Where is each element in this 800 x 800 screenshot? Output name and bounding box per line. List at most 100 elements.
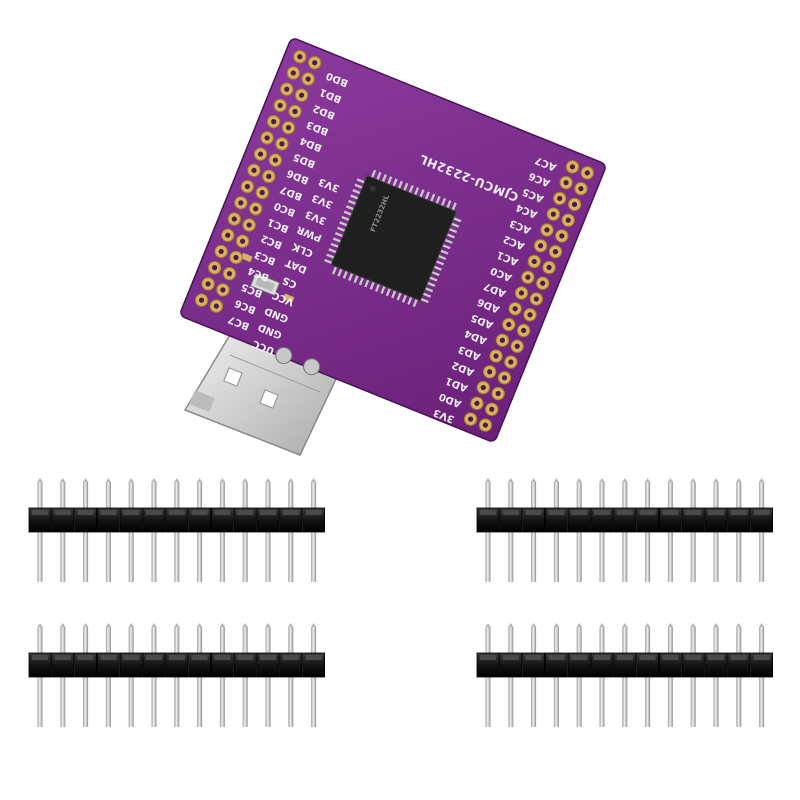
pin-tip — [645, 478, 651, 482]
pin-tip — [128, 623, 134, 627]
pcb-board: FT2232HL CJMCU-2232HL BD0BD1BD2BD3BD4BD5… — [180, 38, 606, 442]
chip-pin — [443, 238, 453, 244]
pad-hole — [521, 327, 527, 334]
header-block-highlight — [548, 655, 565, 660]
header-block-highlight — [639, 655, 656, 660]
pin-tip — [83, 478, 89, 482]
chip-pin — [418, 189, 425, 199]
pad-hole — [264, 135, 270, 141]
header-block-highlight — [100, 655, 117, 660]
pad-hole — [482, 422, 488, 428]
pad-hole — [546, 264, 552, 271]
chip-pin — [447, 227, 458, 234]
pad-hole — [495, 390, 501, 397]
pin-tip — [599, 478, 605, 482]
chip-pin — [407, 295, 413, 305]
pad-hole — [279, 141, 285, 147]
chip-pin — [419, 297, 429, 304]
pin-tip — [128, 478, 134, 482]
pin-tip — [576, 478, 582, 482]
pad-hole — [231, 216, 237, 222]
header-block-highlight — [502, 655, 519, 660]
chip-pin — [429, 193, 436, 203]
header-block-highlight — [123, 655, 140, 660]
chip-pin — [385, 286, 392, 297]
pin-tip — [288, 623, 294, 627]
pad-hole — [467, 416, 474, 422]
pin-label: CS — [281, 274, 299, 290]
screw — [275, 346, 293, 364]
pad-hole — [508, 359, 514, 365]
pin-tip — [219, 623, 225, 627]
pin-tip — [37, 623, 43, 627]
chip-pin — [426, 281, 436, 287]
pin-tip — [622, 478, 628, 482]
chip-pin — [352, 188, 362, 195]
header-block-highlight — [662, 510, 679, 515]
header-block-highlight — [214, 510, 231, 515]
chip-pin — [401, 293, 408, 303]
header-block-highlight — [77, 655, 94, 660]
chip-pin — [342, 269, 349, 279]
pad-hole — [493, 353, 499, 359]
chip-pin — [434, 259, 445, 266]
pin-tip — [265, 478, 271, 482]
pad-hole — [563, 180, 569, 186]
header-block-highlight — [639, 510, 656, 515]
pad-hole — [569, 164, 576, 170]
pin-tip — [288, 478, 294, 482]
pin-tip — [311, 478, 317, 482]
pin-tip — [622, 623, 628, 627]
chip-pin — [421, 292, 431, 298]
pad-hole — [552, 249, 559, 255]
chip-pin — [337, 267, 343, 277]
pad-hole — [506, 321, 512, 328]
header-block-highlight — [54, 655, 71, 660]
pad-hole — [298, 92, 305, 98]
header-block-highlight — [685, 510, 702, 515]
chip-pin — [412, 297, 419, 308]
pad-hole — [251, 167, 257, 173]
pin-header — [28, 478, 326, 582]
pin-tip — [105, 623, 111, 627]
header-block-highlight — [730, 655, 747, 660]
capacitor — [241, 252, 253, 263]
chip-pin — [375, 171, 382, 182]
header-block-highlight — [616, 510, 633, 515]
pad-hole — [218, 248, 224, 255]
pad-hole — [246, 222, 252, 228]
chip-pin — [432, 265, 442, 271]
chip-pin — [332, 237, 343, 243]
header-block-highlight — [54, 510, 71, 515]
chip-pin — [381, 174, 387, 184]
header-block-highlight — [525, 655, 542, 660]
pad-hole — [292, 108, 298, 115]
pin-tip — [105, 478, 111, 482]
pin-tip — [197, 478, 203, 482]
pad-hole — [290, 70, 296, 76]
header-block-highlight — [708, 655, 724, 660]
pad-hole — [565, 217, 571, 223]
chip-pin — [436, 254, 447, 261]
pin-tip — [265, 623, 271, 627]
pad-hole — [233, 254, 239, 261]
chip-pin — [408, 184, 414, 195]
header-block-highlight — [237, 510, 254, 515]
header-block-highlight — [168, 655, 185, 660]
pad-hole — [518, 290, 525, 296]
chip-pin — [324, 258, 334, 265]
chip-pin — [374, 282, 381, 292]
header-block-highlight — [146, 655, 162, 660]
pin-tip — [174, 623, 180, 627]
pad-hole — [238, 200, 244, 206]
pad-hole — [297, 54, 303, 60]
chip-pin — [413, 187, 420, 197]
pin-header — [476, 478, 773, 582]
header-block-highlight — [548, 510, 565, 515]
chip-pin — [343, 210, 353, 217]
header-block-highlight — [594, 655, 610, 660]
pad-hole — [266, 173, 272, 179]
header-block-highlight — [305, 655, 322, 660]
pad-hole — [277, 102, 283, 109]
chip-pin — [391, 289, 397, 299]
